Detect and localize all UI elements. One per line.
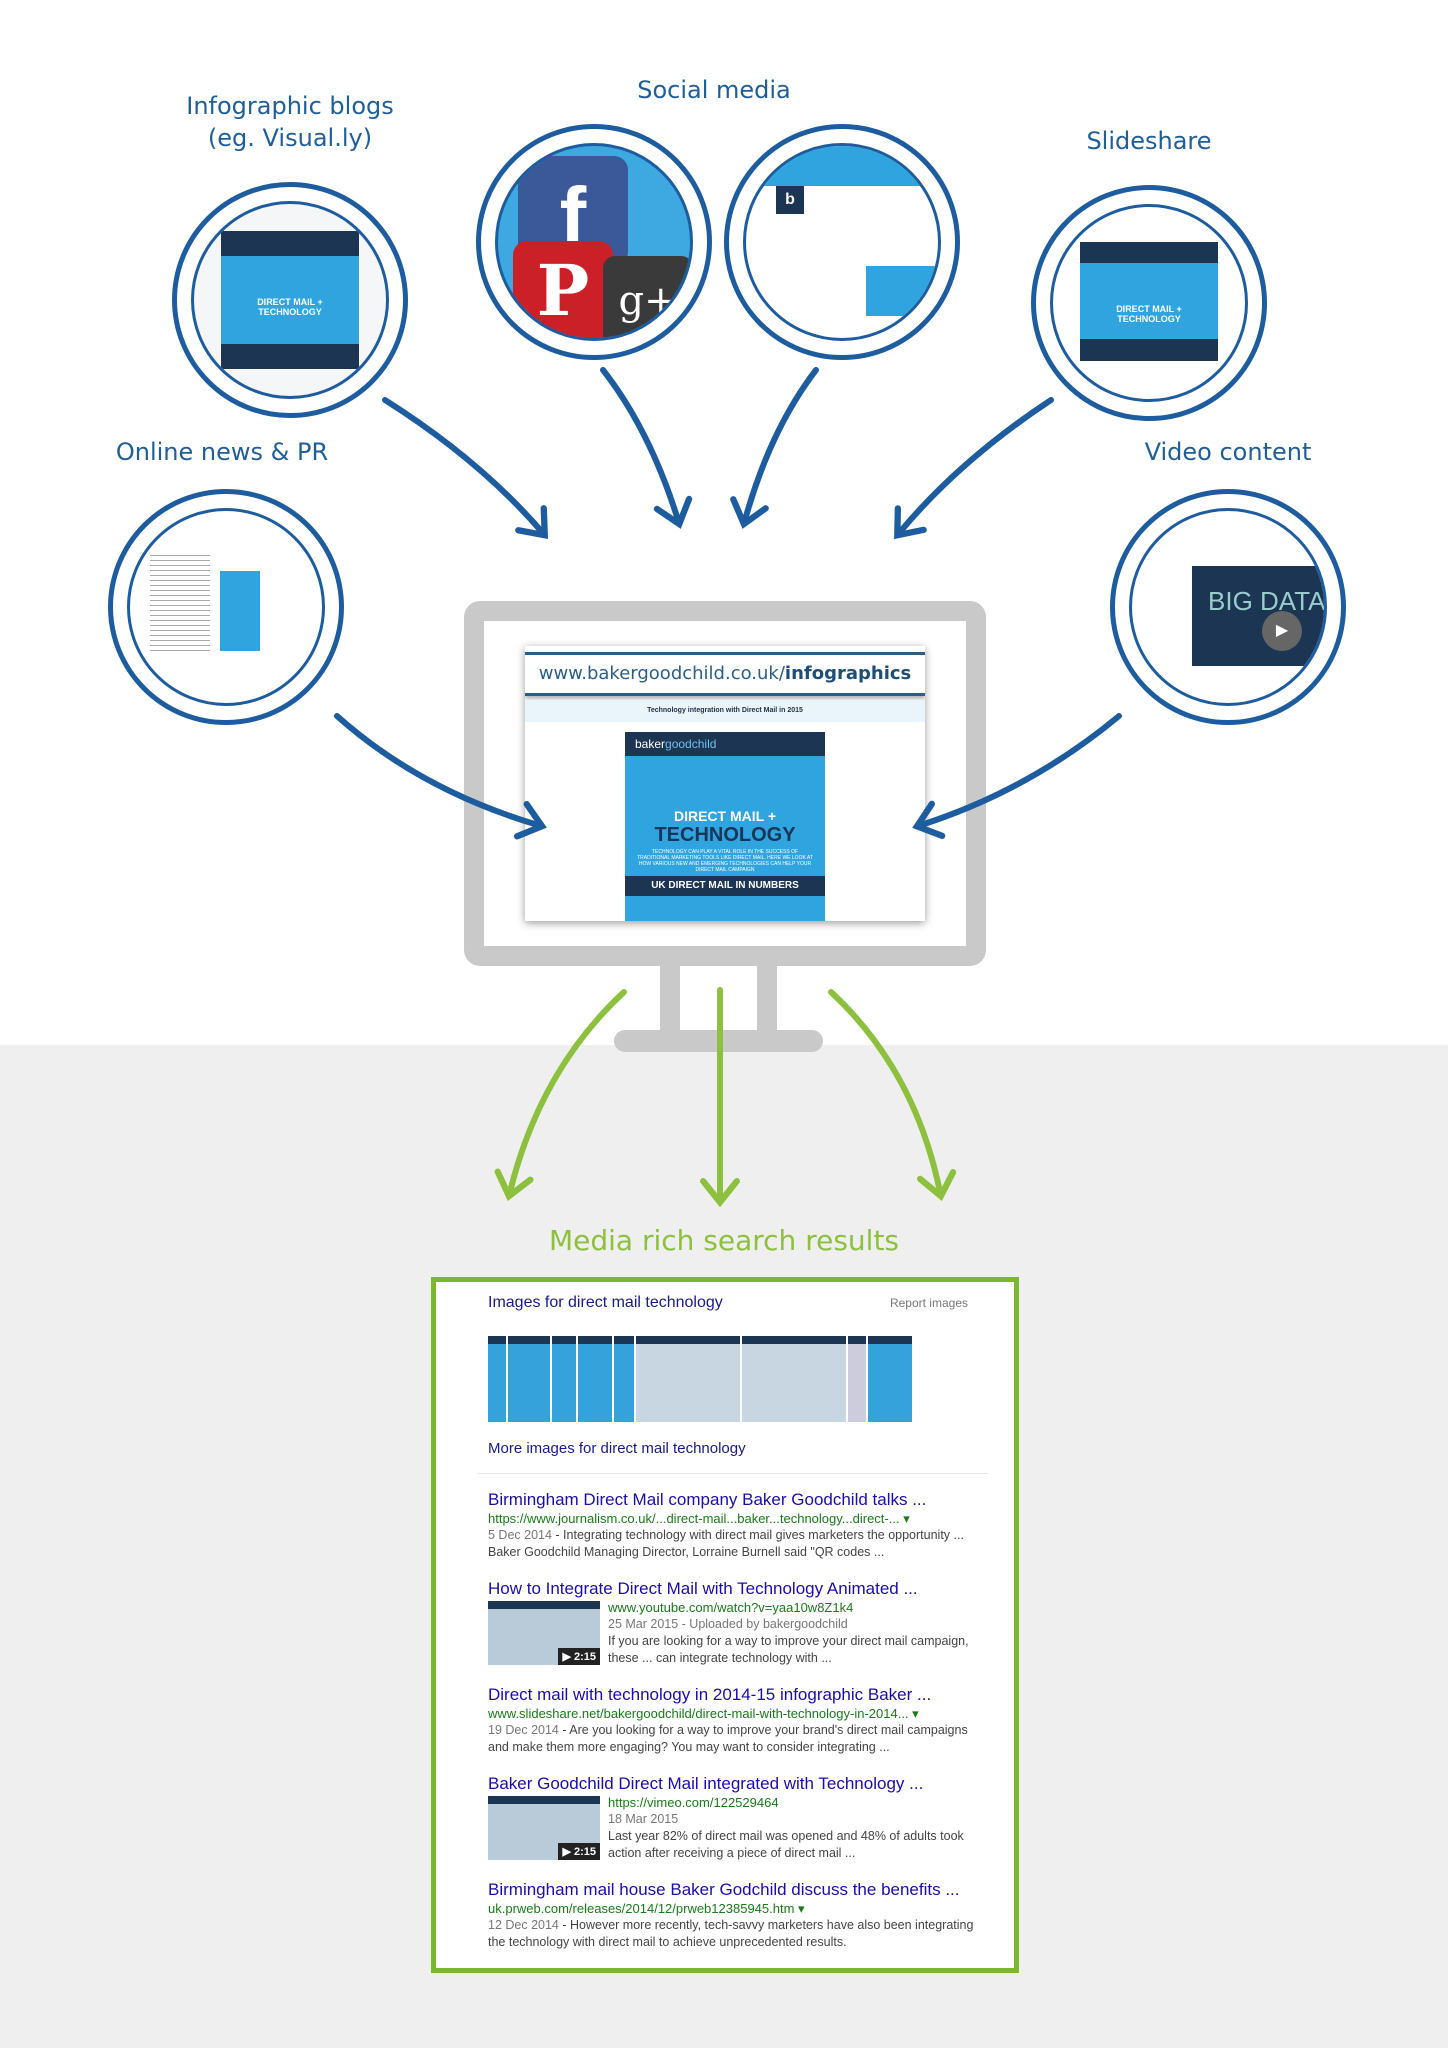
video-duration: ▶ 2:15 xyxy=(558,1843,600,1860)
brand-b: goodchild xyxy=(665,737,717,751)
search-result: Direct mail with technology in 2014-15 i… xyxy=(488,1685,968,1756)
google-plus-icon: g+ xyxy=(603,256,690,338)
result-date: 12 Dec 2014 xyxy=(488,1918,559,1932)
result-title-link[interactable]: Birmingham Direct Mail company Baker Goo… xyxy=(488,1490,927,1509)
result-snippet: these ... can integrate technology with … xyxy=(608,1651,832,1665)
result-snippet: If you are looking for a way to improve … xyxy=(608,1634,969,1648)
result-url: https://vimeo.com/122529464 xyxy=(608,1795,779,1810)
arrow-video xyxy=(912,713,1122,840)
website-page: www.bakergoodchild.co.uk/infographics Te… xyxy=(525,646,925,921)
arrows xyxy=(334,367,1122,1208)
circle-social-media-page: b xyxy=(724,124,960,360)
infographic-heading2: TECHNOLOGY xyxy=(654,824,796,846)
search-result: Birmingham mail house Baker Godchild dis… xyxy=(488,1880,973,1951)
result-date: 5 Dec 2014 xyxy=(488,1528,552,1542)
result-title-link[interactable]: Direct mail with technology in 2014-15 i… xyxy=(488,1685,932,1704)
infographic-numbers: UK DIRECT MAIL IN NUMBERS xyxy=(625,876,825,896)
result-title-link[interactable]: Baker Goodchild Direct Mail integrated w… xyxy=(488,1774,924,1793)
label-social-media: Social media xyxy=(637,76,791,104)
label-infographic-blogs: Infographic blogs(eg. Visual.ly) xyxy=(186,92,394,152)
result-snippet: action after receiving a piece of direct… xyxy=(608,1846,856,1860)
search-result: How to Integrate Direct Mail with Techno… xyxy=(488,1579,969,1667)
arrow-social-1 xyxy=(600,367,693,529)
search-results-panel: Images for direct mail technology Report … xyxy=(431,1277,1019,1973)
video-thumbnail[interactable]: ▶ 2:15 xyxy=(488,1601,600,1665)
arrow-social-2 xyxy=(730,367,819,529)
circle-infographic-blogs: DIRECT MAIL +TECHNOLOGY xyxy=(172,182,408,418)
video-duration: ▶ 2:15 xyxy=(558,1648,600,1665)
infographic-heading1: DIRECT MAIL + xyxy=(673,808,777,824)
result-url: https://www.journalism.co.uk/...direct-m… xyxy=(488,1511,910,1526)
brand-a: baker xyxy=(635,737,666,751)
search-result: Birmingham Direct Mail company Baker Goo… xyxy=(488,1490,968,1561)
result-date: 19 Dec 2014 xyxy=(488,1723,559,1737)
result-snippet: the technology with direct mail to achie… xyxy=(488,1935,847,1949)
result-snippet: Last year 82% of direct mail was opened … xyxy=(608,1829,964,1843)
result-snippet: - Are you looking for a way to improve y… xyxy=(558,1723,968,1737)
result-title-link[interactable]: How to Integrate Direct Mail with Techno… xyxy=(488,1579,918,1598)
b-logo-icon: b xyxy=(776,186,804,214)
arrow-result-right xyxy=(828,989,957,1202)
arrow-result-left xyxy=(494,989,627,1201)
url-bar[interactable]: www.bakergoodchild.co.uk/infographics xyxy=(525,652,925,696)
play-icon: ▶ xyxy=(1262,611,1302,651)
page-title: Technology integration with Direct Mail … xyxy=(525,700,925,722)
result-url: uk.prweb.com/releases/2014/12/prweb12385… xyxy=(488,1901,805,1916)
video-overlay-text: BIG DATA xyxy=(1192,566,1324,666)
images-heading-link[interactable]: Images for direct mail technology xyxy=(488,1294,723,1311)
circle-social-media-logos: f P g+ xyxy=(476,124,712,360)
result-date: 25 Mar 2015 - Uploaded by bakergoodchild xyxy=(608,1617,848,1631)
results-title: Media rich search results xyxy=(548,1224,900,1257)
infographic-body: TECHNOLOGY CAN PLAY A VITAL ROLE IN THE … xyxy=(637,849,813,873)
image-strip[interactable] xyxy=(488,1336,968,1422)
result-snippet: - Integrating technology with direct mai… xyxy=(551,1528,964,1542)
result-url: www.slideshare.net/bakergoodchild/direct… xyxy=(488,1706,919,1721)
result-url: www.youtube.com/watch?v=yaa10w8Z1k4 xyxy=(608,1600,854,1615)
more-images-link[interactable]: More images for direct mail technology xyxy=(488,1440,746,1457)
circle-online-news xyxy=(108,489,344,725)
arrow-online-news xyxy=(334,713,547,840)
infographic: bakergoodchild DIRECT MAIL + TECHNOLOGY … xyxy=(625,732,825,921)
arrow-slideshare xyxy=(894,397,1054,540)
circle-video-content: BIG DATA▶ xyxy=(1110,489,1346,725)
circle-slideshare: DIRECT MAIL +TECHNOLOGY xyxy=(1031,185,1267,421)
result-date: 18 Mar 2015 xyxy=(608,1812,679,1826)
divider xyxy=(478,1473,988,1474)
label-online-news: Online news & PR xyxy=(115,438,329,466)
label-slideshare: Slideshare xyxy=(1086,127,1212,155)
arrow-infographic xyxy=(382,397,549,540)
result-title-link[interactable]: Birmingham mail house Baker Godchild dis… xyxy=(488,1880,960,1899)
report-images-link[interactable]: Report images xyxy=(889,1296,968,1310)
pinterest-icon: P xyxy=(513,241,613,338)
video-thumbnail[interactable]: ▶ 2:15 xyxy=(488,1796,600,1860)
label-video-content: Video content xyxy=(1144,438,1312,466)
result-snippet: and make them more engaging? You may wan… xyxy=(488,1740,890,1754)
result-snippet: - However more recently, tech-savvy mark… xyxy=(558,1918,974,1932)
result-snippet: Baker Goodchild Managing Director, Lorra… xyxy=(488,1545,885,1559)
monitor-neck xyxy=(660,966,777,1032)
search-result: Baker Goodchild Direct Mail integrated w… xyxy=(488,1774,968,1862)
